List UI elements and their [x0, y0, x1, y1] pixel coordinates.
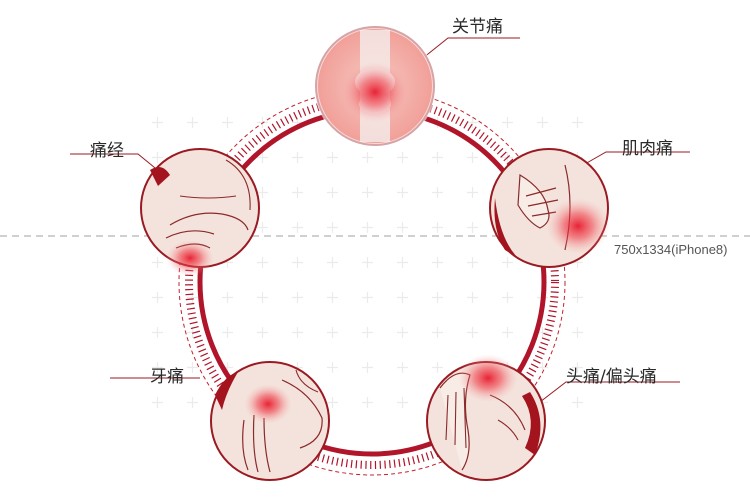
label-joint-pain: 关节痛 — [452, 17, 503, 37]
menstrual-pain-node — [140, 148, 260, 276]
guide-note: 750x1334(iPhone8) — [614, 242, 728, 257]
label-menstrual-pain: 痛经 — [90, 141, 124, 161]
tick-ring — [185, 95, 559, 469]
outer-dashed-ring — [178, 88, 566, 476]
headache-node — [426, 354, 546, 481]
joint-pain-node — [314, 25, 436, 147]
label-muscle-pain: 肌肉痛 — [622, 139, 673, 159]
label-toothache: 牙痛 — [150, 367, 184, 387]
toothache-node — [210, 361, 330, 481]
muscle-pain-node — [489, 148, 610, 268]
leader-lines — [70, 37, 690, 403]
label-headache: 头痛/偏头痛 — [566, 367, 657, 387]
